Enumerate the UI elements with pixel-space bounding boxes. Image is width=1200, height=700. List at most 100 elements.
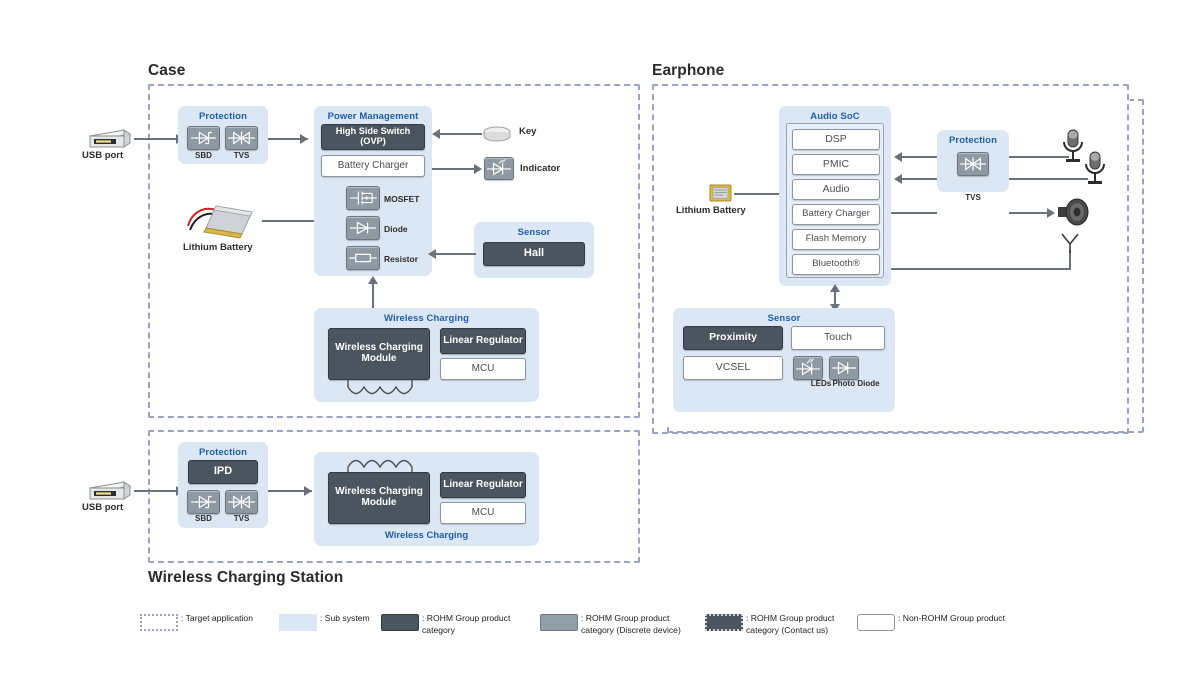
speaker-icon xyxy=(1058,198,1089,226)
connector-hall-to-pm xyxy=(434,253,476,255)
sbd-label-case: SBD xyxy=(195,151,212,160)
tvs-diode-icon-station[interactable] xyxy=(225,490,258,514)
audio-soc-title: Audio SoC xyxy=(810,111,860,122)
wireless-charging-module-box-case[interactable]: Wireless Charging Module xyxy=(328,328,430,380)
audio-soc-item-bluetooth[interactable]: Bluetooth® xyxy=(792,254,880,275)
photo-diode-icon[interactable] xyxy=(829,356,859,380)
photo-diode-label: Photo Diode xyxy=(832,379,880,388)
touch-sensor-box[interactable]: Touch xyxy=(791,326,885,350)
connector-protection-to-soc-1 xyxy=(900,156,937,158)
usb-port-label-case: USB port xyxy=(82,150,124,161)
legend-swatch-rohm-discrete xyxy=(540,614,578,631)
sbd-diode-icon[interactable] xyxy=(187,126,220,150)
sbd-diode-icon-station[interactable] xyxy=(187,490,220,514)
diode-label: Diode xyxy=(384,224,408,234)
proximity-sensor-box[interactable]: Proximity xyxy=(683,326,783,350)
legend-item-sub-system: : Sub system xyxy=(279,613,370,631)
legend-label-rohm-contact: : ROHM Group product category (Contact u… xyxy=(746,613,835,635)
arrow-wc-to-pm-case xyxy=(368,276,378,284)
audio-soc-item-pmic[interactable]: PMIC xyxy=(792,154,880,175)
mcu-box-case[interactable]: MCU xyxy=(440,358,526,380)
connector-key-to-pm xyxy=(440,133,482,135)
microphone-icon-1 xyxy=(1063,129,1083,162)
connector-battery-to-soc xyxy=(734,193,780,195)
case-protection-panel: Protection xyxy=(178,106,268,164)
usb-port-label-station: USB port xyxy=(82,502,124,513)
antenna-icon xyxy=(1061,233,1079,253)
audio-soc-item-audio[interactable]: Audio xyxy=(792,179,880,200)
legend-label-rohm-discrete: : ROHM Group product category (Discrete … xyxy=(581,613,681,635)
legend-item-rohm-product: : ROHM Group product category xyxy=(381,613,537,636)
vcsel-box[interactable]: VCSEL xyxy=(683,356,783,380)
linear-regulator-box-station[interactable]: Linear Regulator xyxy=(440,472,526,498)
station-section-title: Wireless Charging Station xyxy=(148,569,344,586)
station-protection-panel: Protection IPD xyxy=(178,442,268,528)
connector-protection-to-soc-2 xyxy=(900,178,937,180)
tvs-diode-icon[interactable] xyxy=(225,126,258,150)
connector-wc-to-pm-case xyxy=(372,282,374,308)
ipd-box[interactable]: IPD xyxy=(188,460,258,484)
high-side-switch-box[interactable]: High Side Switch (OVP) xyxy=(321,124,425,150)
legend-label-rohm-product: : ROHM Group product category xyxy=(422,613,511,635)
microphone-icon-2 xyxy=(1085,151,1105,184)
arrow-protection-to-pm xyxy=(300,134,308,144)
mcu-box-station[interactable]: MCU xyxy=(440,502,526,524)
indicator-led-icon[interactable] xyxy=(484,157,514,180)
connector-usb-to-protection xyxy=(134,138,186,140)
earphone-sensor-title: Sensor xyxy=(767,313,801,324)
case-section-title: Case xyxy=(148,62,186,79)
station-protection-title: Protection xyxy=(199,447,247,458)
key-button-icon[interactable] xyxy=(481,124,513,144)
legend-swatch-rohm-product xyxy=(381,614,419,631)
case-wireless-charging-panel: Wireless Charging Wireless Charging Modu… xyxy=(314,308,539,402)
legend-label-target-application: : Target application xyxy=(181,613,253,623)
connector-mic2-to-protection xyxy=(1009,178,1088,180)
coil-icon-case xyxy=(347,378,413,395)
legend-swatch-target-application xyxy=(140,614,178,631)
station-boundary xyxy=(148,430,640,563)
earphone-section-title: Earphone xyxy=(652,62,725,79)
connector-pm-to-indicator xyxy=(432,168,476,170)
legend-item-target-application: : Target application xyxy=(140,613,253,631)
station-wireless-charging-title: Wireless Charging xyxy=(384,530,469,541)
arrow-protection-to-soc-2 xyxy=(894,174,902,184)
legend-item-non-rohm: : Non-ROHM Group product xyxy=(857,613,1005,631)
power-management-panel: Power Management High Side Switch (OVP) … xyxy=(314,106,432,276)
case-protection-title: Protection xyxy=(199,111,247,122)
battery-charger-box-case[interactable]: Battery Charger xyxy=(321,155,425,177)
legend-item-rohm-contact: : ROHM Group product category (Contact u… xyxy=(705,613,861,636)
connector-protection-to-pm xyxy=(268,138,308,140)
connector-antenna-stem xyxy=(1069,250,1071,269)
indicator-label: Indicator xyxy=(520,163,561,174)
connector-soc-to-sensor xyxy=(834,288,836,310)
mosfet-label: MOSFET xyxy=(384,194,420,204)
earphone-protection-title: Protection xyxy=(949,135,997,146)
case-boundary xyxy=(148,84,640,418)
audio-soc-panel: Audio SoC DSP PMIC Audio Battery Charger… xyxy=(779,106,891,286)
lithium-battery-icon-case xyxy=(187,205,253,239)
lithium-battery-icon-earphone xyxy=(709,184,732,202)
diode-icon[interactable] xyxy=(346,216,380,240)
key-label: Key xyxy=(519,126,537,137)
legend-swatch-non-rohm xyxy=(857,614,895,631)
audio-soc-item-flash-memory[interactable]: Flash Memory xyxy=(792,229,880,250)
connector-battery-to-pm xyxy=(262,220,315,222)
audio-soc-item-dsp[interactable]: DSP xyxy=(792,129,880,150)
tvs-label-station: TVS xyxy=(233,514,250,523)
legend-label-non-rohm: : Non-ROHM Group product xyxy=(898,613,1005,623)
wireless-charging-module-box-station[interactable]: Wireless Charging Module xyxy=(328,472,430,524)
leds-icon[interactable] xyxy=(793,356,823,380)
mosfet-icon[interactable] xyxy=(346,186,380,210)
audio-soc-item-battery-charger[interactable]: Battery Charger xyxy=(792,204,880,225)
legend-swatch-sub-system xyxy=(279,614,317,631)
tvs-diode-icon-earphone[interactable] xyxy=(957,152,989,176)
legend-item-rohm-discrete: : ROHM Group product category (Discrete … xyxy=(540,613,696,636)
linear-regulator-box-case[interactable]: Linear Regulator xyxy=(440,328,526,354)
resistor-icon[interactable] xyxy=(346,246,380,270)
connector-protection-to-wc-station xyxy=(268,490,312,492)
connector-bluetooth-to-antenna xyxy=(891,268,1071,270)
lithium-battery-label-earphone: Lithium Battery xyxy=(676,205,746,216)
arrow-sensor-to-soc-up xyxy=(830,284,840,292)
earphone-protection-panel: Protection xyxy=(937,130,1009,192)
hall-sensor-box[interactable]: Hall xyxy=(483,242,585,266)
